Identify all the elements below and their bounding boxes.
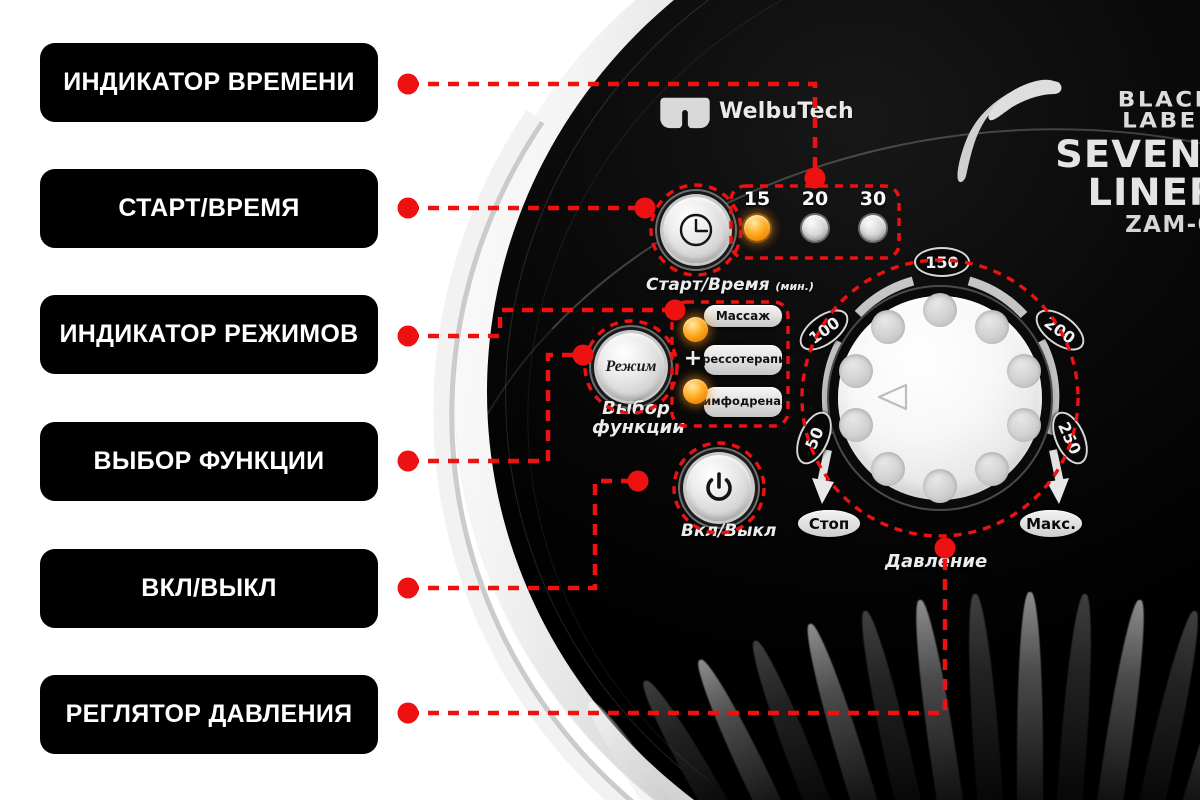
fan-grille xyxy=(487,540,1200,800)
knob-notch xyxy=(923,469,957,503)
pressure-scale-150: 150 xyxy=(914,247,970,277)
brand-label-line: BLACK LABEL xyxy=(1117,88,1200,134)
pressure-caption: Давление xyxy=(885,551,988,572)
time-option-led xyxy=(744,215,770,241)
callout-box-time-indicator[interactable]: ИНДИКАТОР ВРЕМЕНИ xyxy=(40,43,378,122)
knob-notch xyxy=(871,452,906,487)
knob-notch xyxy=(974,309,1009,344)
time-option-20[interactable]: 20 xyxy=(794,190,836,241)
knob-notch xyxy=(1006,408,1041,443)
callout-box-mode-indicator[interactable]: ИНДИКАТОР РЕЖИМОВ xyxy=(40,295,378,374)
pressure-max-label: Макс. xyxy=(1020,510,1082,537)
pressure-min-label: Стоп xyxy=(798,510,860,537)
manufacturer-logo: WelbuTech xyxy=(660,92,854,130)
manufacturer-name: WelbuTech xyxy=(719,98,854,124)
knob-notch xyxy=(839,353,874,388)
power-icon xyxy=(706,472,732,501)
callout-box-power[interactable]: ВКЛ/ВЫКЛ xyxy=(40,549,378,628)
start-time-caption-text: Старт/Время xyxy=(646,275,770,295)
mode-plus-icon: + xyxy=(683,346,703,371)
welbutech-mark-icon xyxy=(660,97,710,129)
brand-series-line: SEVEN-LINER xyxy=(1055,133,1200,214)
function-select-caption-line2: функции xyxy=(592,416,685,438)
time-option-value: 20 xyxy=(801,188,829,210)
mode-led xyxy=(683,317,708,342)
callout-box-pressure-regulator[interactable]: РЕГЛЯТОР ДАВЛЕНИЯ xyxy=(40,675,378,754)
mode-pill-0: Массаж xyxy=(704,305,782,327)
seven-liner-swoosh-icon xyxy=(957,79,1062,183)
knob-notch xyxy=(871,309,906,344)
function-select-caption: Выбор функции xyxy=(592,399,685,437)
clock-icon xyxy=(679,213,713,247)
brand-block: BLACK LABEL SEVEN-LINER ZAM-0 xyxy=(957,79,1200,239)
start-time-button[interactable] xyxy=(663,197,729,263)
mode-led xyxy=(683,379,708,404)
knob-notch xyxy=(839,408,874,443)
callout-box-start-time[interactable]: СТАРТ/ВРЕМЯ xyxy=(40,169,378,248)
pressure-knob[interactable] xyxy=(838,293,1042,503)
mode-button[interactable]: Режим xyxy=(597,333,665,401)
time-option-30[interactable]: 30 xyxy=(852,190,894,241)
pressure-dial[interactable]: 50 100 150 200 250 Стоп Макс. xyxy=(780,238,1100,558)
power-caption: Вкл/Выкл xyxy=(681,521,777,541)
time-option-value: 15 xyxy=(743,188,771,210)
brand-model-line: ZAM-0 xyxy=(1125,212,1200,239)
time-option-15[interactable]: 15 xyxy=(736,190,778,241)
knob-notch xyxy=(1006,353,1041,388)
knob-notch xyxy=(974,452,1009,487)
power-button[interactable] xyxy=(686,455,752,521)
time-option-value: 30 xyxy=(859,188,887,210)
mode-pill-line: Массаж xyxy=(715,308,771,323)
knob-pointer-icon xyxy=(877,383,908,411)
callout-box-function-select[interactable]: ВЫБОР ФУНКЦИИ xyxy=(40,422,378,501)
mode-button-label: Режим xyxy=(605,358,657,375)
knob-notch xyxy=(923,293,957,327)
